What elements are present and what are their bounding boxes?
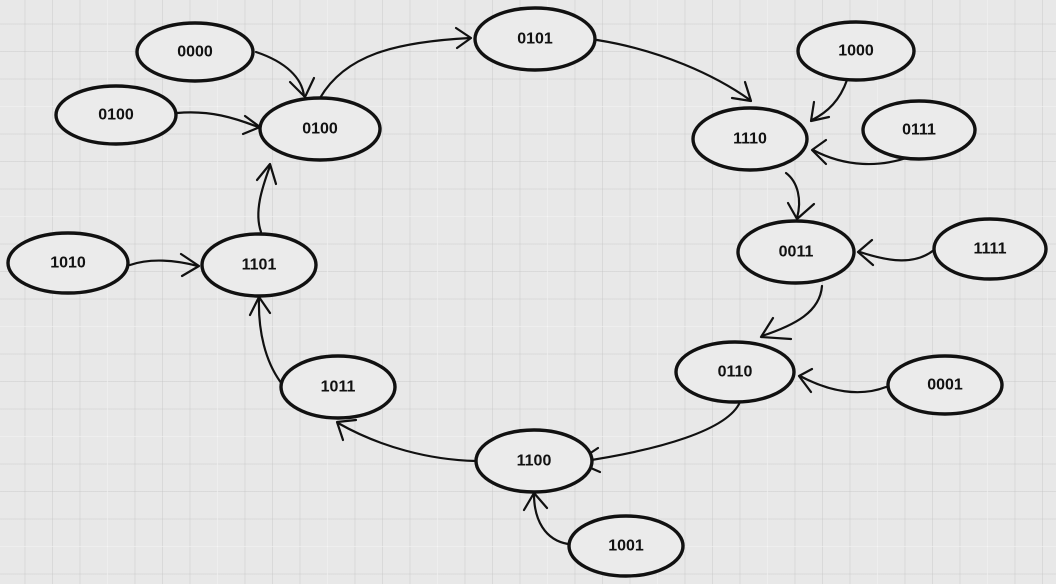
node-label: 0001 (927, 377, 963, 394)
edge-0100-to-0100 (175, 111, 262, 136)
edge-0101-to-1110 (595, 38, 753, 103)
node-1000[interactable]: 1000 (796, 20, 916, 82)
node-1100[interactable]: 1100 (474, 428, 594, 494)
node-label: 0100 (98, 107, 134, 124)
node-0100[interactable]: 0100 (258, 96, 382, 162)
edge-0100-to-0101 (318, 26, 473, 100)
edge-0000-to-0100 (254, 50, 316, 99)
node-label: 1011 (321, 379, 356, 396)
node-label: 0110 (718, 364, 753, 381)
node-label: 0000 (177, 44, 213, 61)
node-label: 1110 (733, 131, 767, 148)
node-label: 1111 (974, 241, 1007, 258)
node-label: 1000 (838, 43, 874, 60)
edge-1001-to-1100 (522, 491, 570, 546)
nodes: 0000 0100 0100 0101 1000 0111 1110 (6, 6, 1048, 578)
node-1011[interactable]: 1011 (279, 354, 397, 420)
node-1001[interactable]: 1001 (567, 514, 685, 578)
node-label: 1101 (242, 257, 277, 274)
edge-0001-to-0110 (797, 367, 888, 394)
node-1010[interactable]: 1010 (6, 231, 130, 295)
edge-0110-to-1100 (575, 400, 742, 474)
edge-1010-to-1101 (128, 252, 201, 278)
edge-1101-to-0100 (255, 162, 278, 234)
node-1101[interactable]: 1101 (200, 232, 318, 298)
node-label: 0011 (779, 244, 814, 261)
node-label: 0101 (517, 31, 553, 48)
node-0000[interactable]: 0000 (135, 21, 255, 83)
node-1111[interactable]: 1111 (932, 217, 1048, 281)
node-0111[interactable]: 0111 (861, 99, 977, 161)
edge-0011-to-0110 (759, 284, 824, 341)
edge-1111-to-0011 (856, 238, 936, 267)
node-label: 1001 (608, 538, 644, 555)
node-1110[interactable]: 1110 (691, 106, 809, 172)
node-label: 1100 (517, 453, 552, 470)
node-label: 1010 (50, 255, 86, 272)
edge-1011-to-1101 (248, 295, 284, 386)
node-label: 0100 (302, 121, 338, 138)
node-0100-left[interactable]: 0100 (54, 84, 178, 146)
node-label: 0111 (902, 122, 936, 139)
node-0101[interactable]: 0101 (473, 6, 597, 72)
node-0001[interactable]: 0001 (886, 354, 1004, 416)
edge-1110-to-0011 (784, 171, 816, 221)
node-0011[interactable]: 0011 (736, 219, 856, 285)
node-0110[interactable]: 0110 (674, 340, 796, 404)
edge-1100-to-1011 (335, 418, 478, 463)
edge-1000-to-1110 (809, 78, 849, 123)
